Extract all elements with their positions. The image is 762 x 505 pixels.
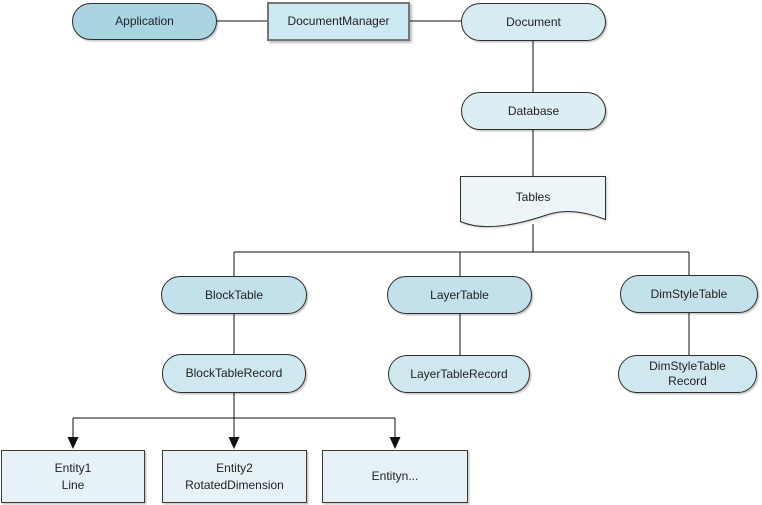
node-label: BlockTable: [204, 287, 264, 302]
node-label-line1: Entity1: [54, 460, 92, 475]
node-label-line2: Record: [668, 374, 707, 388]
node-dim-style-table-record: DimStyleTable Record: [618, 355, 757, 393]
node-label: Tables: [515, 189, 551, 204]
arrowheads: [67, 437, 401, 449]
node-label: Application: [115, 14, 174, 28]
node-label-line2: Line: [61, 477, 85, 492]
node-dim-style-table: DimStyleTable: [620, 275, 758, 313]
node-label-line1: DimStyleTable: [649, 359, 726, 373]
node-label: LayerTableRecord: [410, 366, 508, 381]
node-document: Document: [461, 3, 606, 41]
node-entityn: Entityn...: [322, 450, 468, 503]
node-label-line2: RotatedDimension: [185, 477, 284, 492]
node-label: BlockTableRecord: [185, 366, 283, 380]
node-label: DimStyleTable: [650, 286, 728, 301]
node-layer-table: LayerTable: [387, 276, 532, 314]
node-document-manager: DocumentManager: [267, 2, 410, 41]
node-label-line1: Entity2: [216, 460, 253, 475]
node-layer-table-record: LayerTableRecord: [388, 355, 530, 393]
node-application: Application: [72, 3, 217, 40]
node-block-table-record: BlockTableRecord: [162, 354, 306, 393]
document-shape: [460, 176, 606, 228]
node-label: LayerTable: [430, 287, 489, 302]
node-entity1: Entity1 Line: [1, 450, 145, 503]
node-label: DocumentManager: [287, 14, 390, 28]
node-label: Database: [507, 103, 560, 118]
node-database: Database: [461, 92, 606, 130]
node-label: Entityn...: [371, 469, 419, 483]
node-label: Document: [506, 14, 561, 29]
node-block-table: BlockTable: [161, 276, 307, 314]
node-tables: Tables: [460, 176, 606, 228]
node-entity2: Entity2 RotatedDimension: [162, 450, 307, 503]
